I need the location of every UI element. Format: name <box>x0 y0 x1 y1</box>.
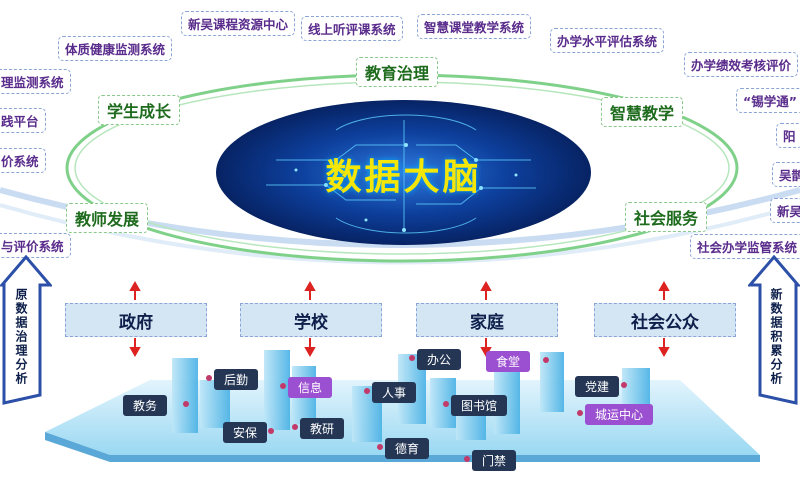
tag-marker <box>409 355 415 361</box>
tag-marker <box>464 456 470 462</box>
city-tag: 党建 <box>575 376 620 397</box>
actor-school: 学校 <box>240 303 382 337</box>
city-tag: 门禁 <box>472 450 517 471</box>
system-tag: 智慧课堂教学系统 <box>417 14 532 39</box>
tag-marker <box>280 383 286 389</box>
city-tag: 后勤 <box>214 369 259 390</box>
circuit-lines <box>266 114 536 234</box>
actor-family: 家庭 <box>416 303 558 337</box>
tag-marker <box>206 375 212 381</box>
system-tag: 办学绩效考核评价 <box>684 52 799 77</box>
tag-marker <box>364 388 370 394</box>
tag-marker <box>377 444 383 450</box>
domain-upper-right: 智慧教学 <box>601 97 684 127</box>
tag-marker <box>292 424 298 430</box>
city-tag: 教研 <box>300 418 345 439</box>
system-tag: 理监测系统 <box>0 69 71 94</box>
tag-marker <box>443 401 449 407</box>
center-label: 数据大脑 <box>325 157 482 198</box>
system-tag: “锡学通” <box>736 88 800 113</box>
actor-public: 社会公众 <box>594 303 736 337</box>
left-arrow-text: 原数据治理分析 <box>14 288 28 386</box>
domain-lower-right: 社会服务 <box>625 202 708 232</box>
right-big-arrow <box>748 255 800 405</box>
system-tag: 线上听评课系统 <box>301 16 403 41</box>
data-brain: 数据大脑 <box>216 100 591 245</box>
city-tag: 城运中心 <box>585 404 654 425</box>
city-tag: 人事 <box>372 382 417 403</box>
system-tag: 价系统 <box>0 148 46 173</box>
domain-lower-left: 教师发展 <box>66 203 149 233</box>
tag-marker <box>543 357 549 363</box>
system-tag: 新吴 <box>770 198 800 223</box>
tag-marker <box>577 410 583 416</box>
system-tag: 新吴课程资源中心 <box>181 11 296 36</box>
city-tag: 安保 <box>223 422 268 443</box>
city-tag: 办公 <box>417 349 462 370</box>
system-tag: 与评价系统 <box>0 233 71 258</box>
city-tag: 德育 <box>385 438 430 459</box>
domain-top: 教育治理 <box>356 57 439 87</box>
system-tag: 体质健康监测系统 <box>58 36 173 61</box>
domain-upper-left: 学生成长 <box>98 95 181 125</box>
actor-government: 政府 <box>65 303 207 337</box>
city-tag: 食堂 <box>486 351 531 372</box>
system-tag: 阳 <box>776 123 800 148</box>
tag-marker <box>183 401 189 407</box>
system-tag: 社会办学监管系统 <box>690 234 800 259</box>
system-tag: 办学水平评估系统 <box>550 28 665 53</box>
system-tag: 践平台 <box>0 108 46 133</box>
city-tag: 图书馆 <box>451 395 508 416</box>
system-tag: 吴鹊 <box>772 162 800 187</box>
tag-marker <box>621 382 627 388</box>
tag-marker <box>268 428 274 434</box>
right-arrow-text: 新数据积累分析 <box>769 288 783 386</box>
city-tag: 信息 <box>288 377 333 398</box>
left-big-arrow <box>0 255 52 405</box>
city-tag: 教务 <box>123 395 168 416</box>
